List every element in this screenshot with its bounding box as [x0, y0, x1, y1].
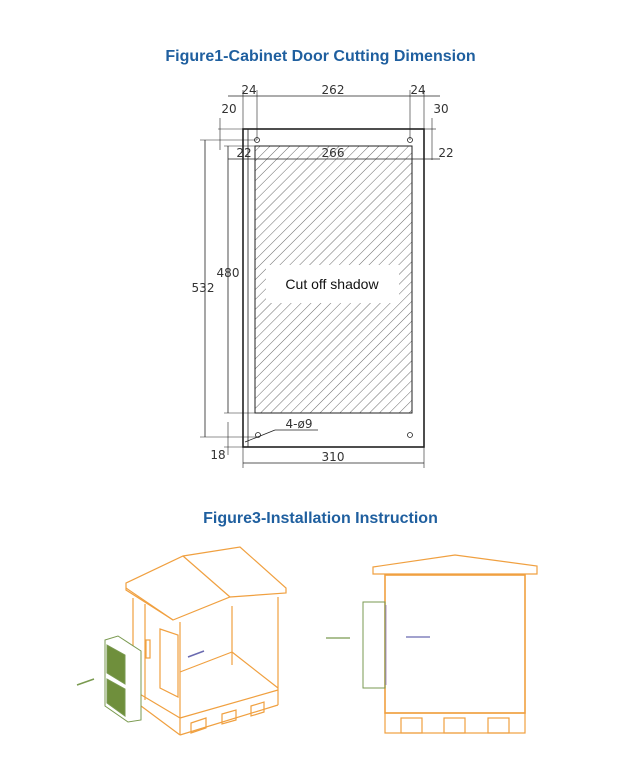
door-frame — [242, 128, 425, 448]
dim-cut-right-margin: 22 — [438, 146, 453, 160]
dim-top-right-margin: 24 — [410, 83, 425, 97]
side-view-cabinet-drawing — [372, 554, 538, 734]
cut-label-box — [266, 265, 399, 303]
cooling-unit-side — [362, 601, 386, 689]
dim-top-span: 262 — [322, 83, 345, 97]
arrow-in-iso — [76, 678, 95, 686]
hole — [255, 432, 261, 438]
dim-hole-span-height: 532 — [192, 281, 215, 295]
cut-label: Cut off shadow — [285, 276, 379, 292]
dim-right-top-offset: 30 — [433, 102, 448, 116]
dim-cut-width: 266 — [322, 146, 345, 160]
dim-overall-width: 310 — [322, 450, 345, 464]
dim-top-left-margin: 24 — [241, 83, 256, 97]
figure1-title: Figure1-Cabinet Door Cutting Dimension — [165, 48, 476, 65]
dim-holes: 4-ø9 — [286, 417, 313, 431]
hole — [407, 432, 413, 438]
dim-bottom-offset: 18 — [210, 448, 225, 462]
dim-cut-height: 480 — [217, 266, 240, 280]
dim-cut-left-margin: 22 — [236, 146, 251, 160]
isometric-cabinet-drawing — [125, 546, 287, 736]
arrow-out-iso — [187, 650, 205, 658]
figure3-title: Figure3-Installation Instruction — [203, 510, 438, 527]
cooling-unit-iso — [104, 635, 142, 723]
dim-left-top-offset: 20 — [221, 102, 236, 116]
